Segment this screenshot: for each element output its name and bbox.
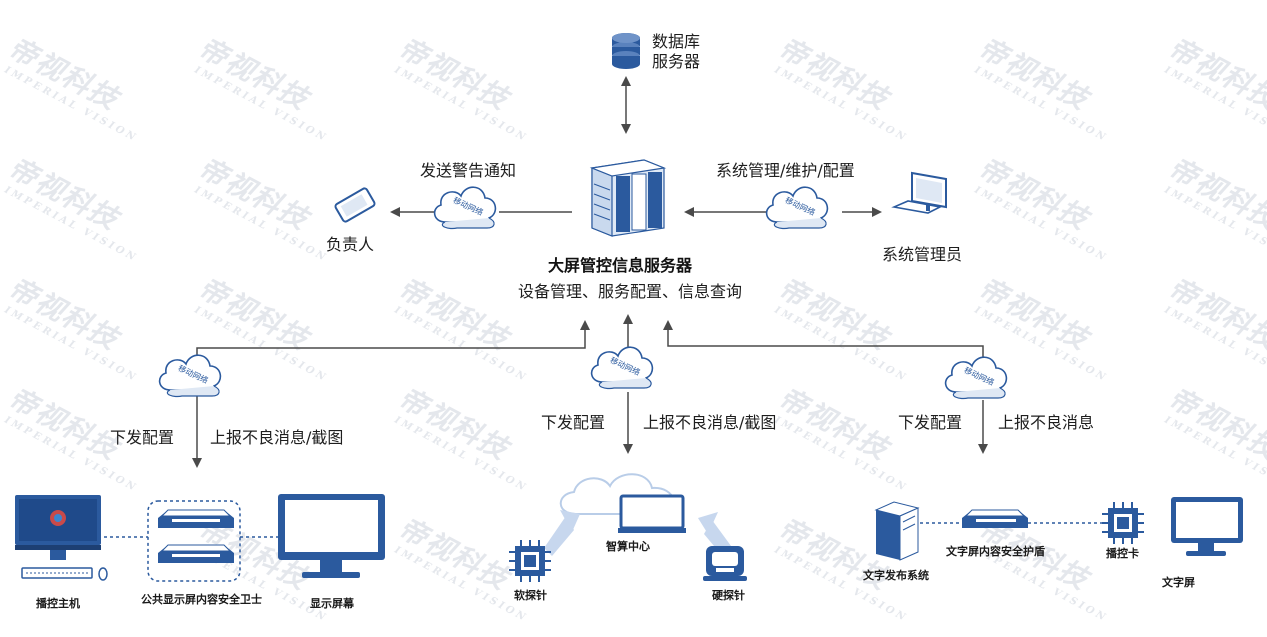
db-server-label-line1: 数据库 — [652, 32, 701, 51]
text-screen-icon — [1171, 497, 1243, 556]
right-up-label: 上报不良消息 — [998, 413, 1095, 432]
compute-center-cloud-icon — [559, 473, 686, 533]
publisher-label: 文字发布系统 — [863, 569, 929, 582]
db-server-label-line2: 服务器 — [652, 52, 701, 71]
guard-label: 公共显示屏内容安全卫士 — [141, 593, 262, 606]
soft-probe-arrow — [544, 510, 580, 556]
right-branch-up-arrow — [663, 320, 984, 360]
owner-label: 负责人 — [326, 235, 375, 254]
soft-probe-label: 软探针 — [514, 589, 547, 602]
desktop-computer-icon — [891, 171, 947, 214]
left-down-label: 下发配置 — [110, 428, 175, 447]
guard-box — [147, 500, 241, 582]
host-computer-icon — [15, 495, 108, 581]
shield-label: 文字屏内容安全护盾 — [946, 545, 1045, 558]
admin-label: 系统管理员 — [882, 245, 963, 264]
hardware-probe-icon — [703, 546, 747, 581]
server-rack-icon — [589, 159, 667, 237]
alert-label: 发送警告通知 — [420, 161, 517, 180]
mid-down-label: 下发配置 — [541, 413, 606, 432]
right-down-label: 下发配置 — [898, 413, 963, 432]
left-up-label: 上报不良消息/截图 — [210, 428, 344, 447]
phone-icon — [334, 187, 376, 223]
guard-device-icon — [158, 509, 234, 563]
display-screen-icon — [278, 494, 385, 578]
database-icon — [612, 33, 640, 69]
main-server-subtitle: 设备管理、服务配置、信息查询 — [518, 282, 743, 301]
compute-center-label: 智算中心 — [606, 540, 650, 553]
shield-device-icon — [962, 509, 1028, 528]
text-screen-label: 文字屏 — [1162, 576, 1195, 589]
cloud-icon — [433, 186, 499, 232]
main-server-title: 大屏管控信息服务器 — [548, 256, 693, 275]
display-label: 显示屏幕 — [310, 597, 354, 610]
hard-probe-label: 硬探针 — [712, 589, 745, 602]
host-label: 播控主机 — [36, 597, 80, 610]
control-card-chip-icon — [1102, 502, 1144, 544]
cloud-icon — [590, 346, 656, 392]
publisher-server-icon — [874, 501, 920, 561]
left-branch-up-arrow — [196, 320, 590, 360]
card-label: 播控卡 — [1106, 547, 1139, 560]
db-server-label: 数据库 服务器 — [652, 32, 700, 72]
mid-up-label: 上报不良消息/截图 — [643, 413, 777, 432]
admin-link-label: 系统管理/维护/配置 — [716, 161, 855, 180]
chip-icon — [509, 540, 551, 582]
